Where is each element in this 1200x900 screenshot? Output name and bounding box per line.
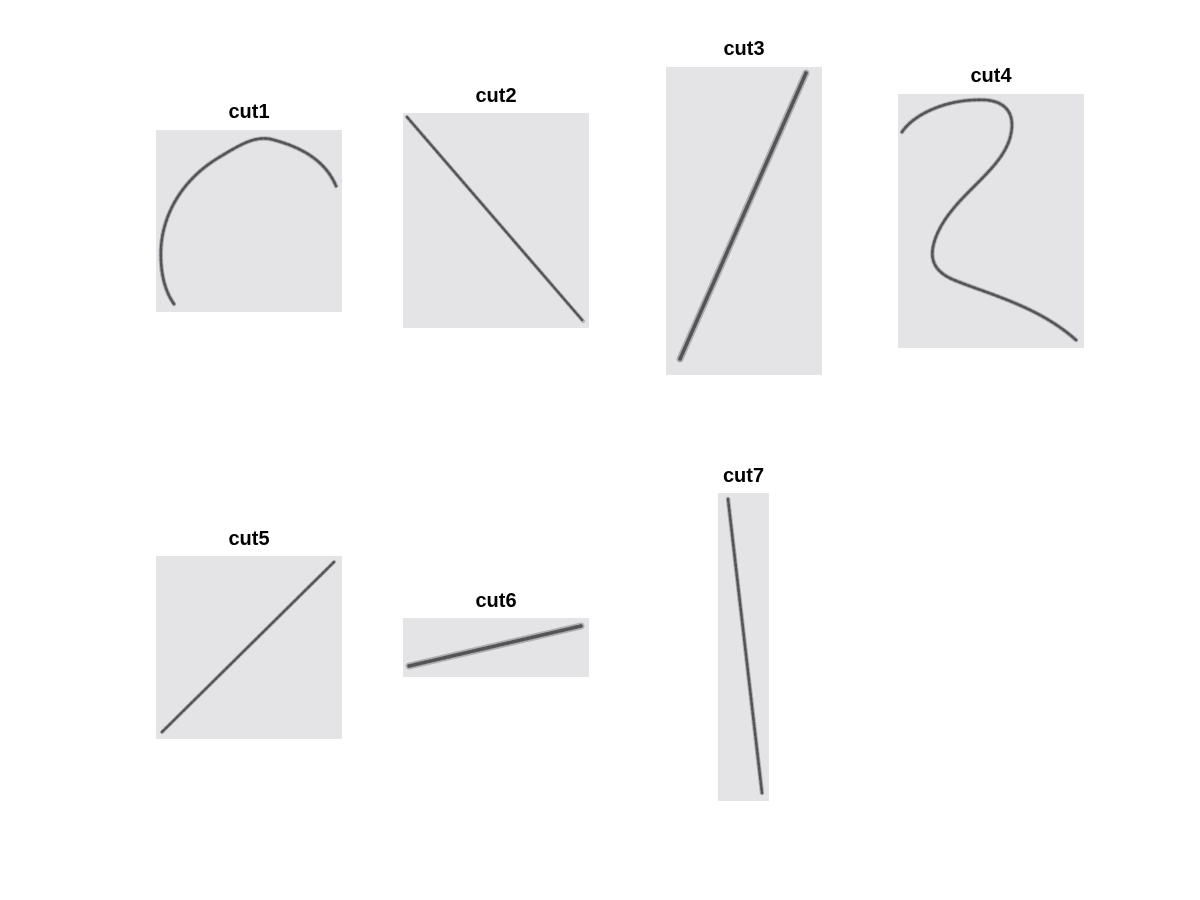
cut-image-diagonal-down bbox=[403, 113, 589, 328]
diagonal-stroke-drawing bbox=[405, 115, 585, 323]
cut-image-near-vertical bbox=[718, 493, 769, 801]
shallow-stroke-drawing bbox=[405, 622, 585, 670]
cut-image-shallow-diagonal bbox=[403, 618, 589, 677]
cut-image-diagonal-up bbox=[666, 67, 822, 375]
panel-cut2: cut2 bbox=[403, 85, 589, 328]
panel-title: cut6 bbox=[475, 590, 517, 612]
s-curve-stroke-drawing bbox=[899, 97, 1079, 343]
panel-cut3: cut3 bbox=[666, 38, 822, 375]
panel-cut7: cut7 bbox=[718, 465, 769, 801]
panel-title: cut2 bbox=[475, 85, 517, 107]
vertical-stroke-drawing bbox=[725, 496, 765, 796]
cut-image-arc bbox=[156, 130, 342, 312]
panel-title: cut3 bbox=[723, 38, 765, 60]
panel-title: cut7 bbox=[722, 465, 765, 487]
panel-title: cut5 bbox=[228, 528, 270, 550]
panel-title: cut1 bbox=[228, 101, 270, 123]
arc-stroke-drawing bbox=[158, 136, 339, 307]
panel-cut6: cut6 bbox=[403, 590, 589, 677]
diagonal-stroke-drawing bbox=[160, 560, 336, 734]
cut-image-s-curve bbox=[898, 94, 1084, 348]
panel-cut4: cut4 bbox=[898, 65, 1084, 348]
cut-image-diagonal-up bbox=[156, 556, 342, 739]
panel-cut1: cut1 bbox=[156, 101, 342, 312]
panel-cut5: cut5 bbox=[156, 528, 342, 739]
panel-title: cut4 bbox=[970, 65, 1012, 87]
diagonal-stroke-drawing bbox=[676, 69, 810, 363]
